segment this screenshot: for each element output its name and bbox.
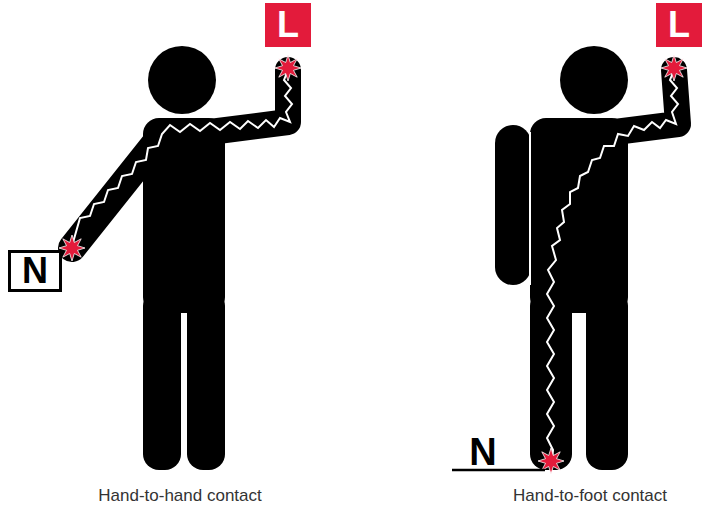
arm-gap (529, 132, 531, 285)
head (560, 46, 628, 114)
head (148, 46, 216, 114)
leg (187, 290, 225, 470)
contact-spark (59, 235, 85, 261)
current-path (72, 70, 292, 246)
neutral-terminal: N (8, 250, 62, 292)
terminal-letter: L (277, 7, 299, 43)
contact-spark (661, 55, 687, 81)
arm (495, 125, 531, 285)
neutral-label: N (458, 430, 508, 476)
arm (615, 70, 678, 132)
caption: Hand-to-hand contact (30, 486, 330, 506)
live-terminal: L (656, 3, 702, 47)
leg (586, 290, 628, 470)
terminal-letter: L (668, 7, 690, 43)
torso (530, 118, 628, 313)
contact-spark (275, 55, 301, 81)
caption: Hand-to-foot contact (440, 486, 704, 506)
leg (143, 290, 181, 470)
ground-line (452, 469, 545, 472)
leg (530, 290, 572, 470)
arm (72, 140, 158, 248)
terminal-letter: N (22, 253, 48, 289)
current-path (547, 70, 678, 460)
live-terminal: L (265, 3, 311, 47)
